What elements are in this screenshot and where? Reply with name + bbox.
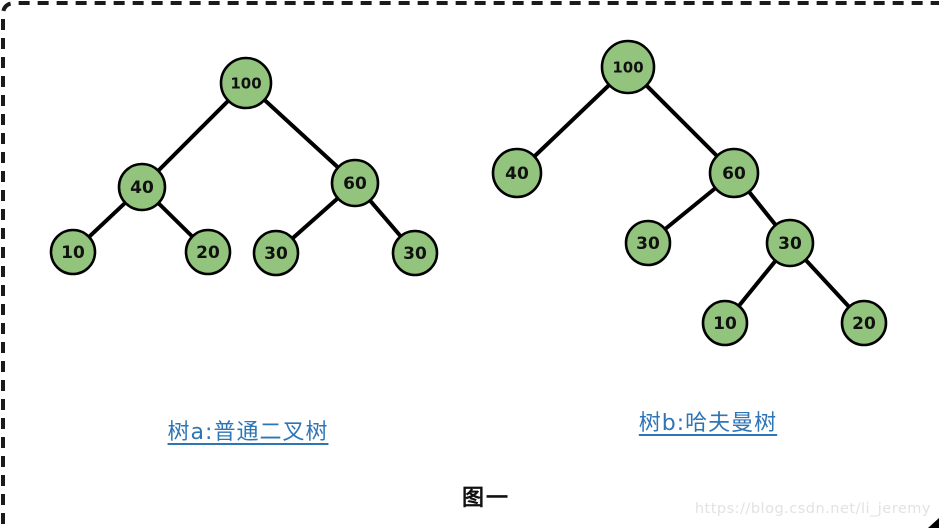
tree-b-caption: 树b:哈夫曼树 xyxy=(638,411,778,436)
figure-caption: 图一 xyxy=(461,486,511,511)
watermark-url: https://blog.csdn.net/li_jeremy xyxy=(694,501,931,517)
tree-node xyxy=(701,299,749,347)
tree-node xyxy=(219,56,273,110)
tree-node xyxy=(330,158,380,208)
tree-node xyxy=(840,299,888,347)
tree-node xyxy=(391,229,439,277)
tree-node xyxy=(117,162,167,212)
tree-node xyxy=(624,219,672,267)
tree-node xyxy=(600,39,656,95)
tree-node xyxy=(49,228,97,276)
cursor-arrow-tip xyxy=(928,518,939,528)
tree-node xyxy=(708,147,760,199)
tree-node xyxy=(491,147,543,199)
tree-a-caption: 树a:普通二叉树 xyxy=(167,420,329,445)
tree-node xyxy=(184,228,232,276)
tree-node xyxy=(252,229,300,277)
tree-node xyxy=(765,218,815,268)
